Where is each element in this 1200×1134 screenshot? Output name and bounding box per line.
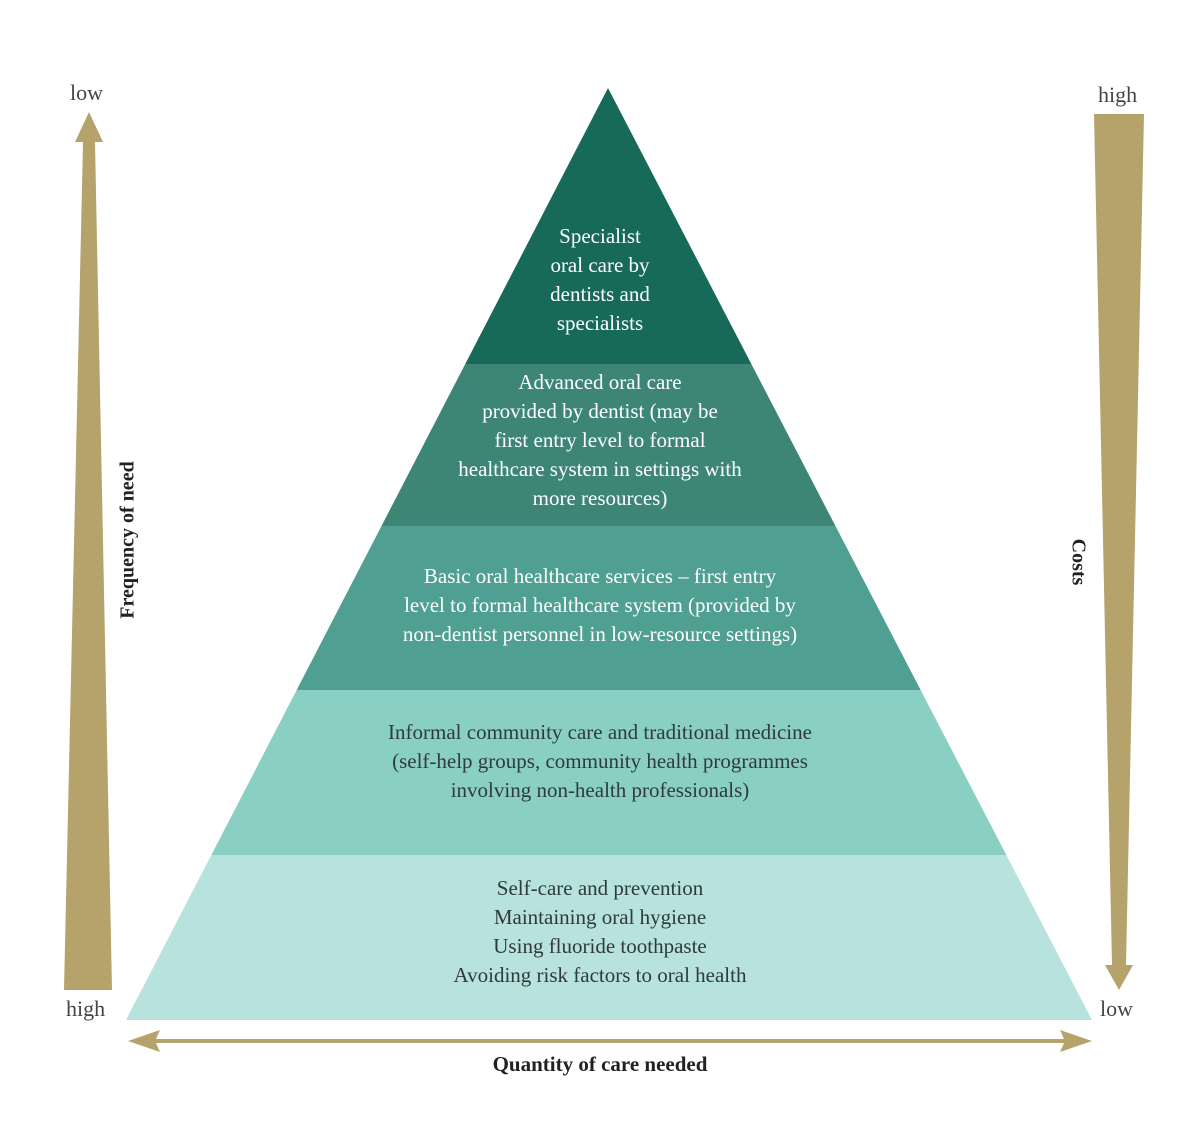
tier-line: Informal community care and traditional … [388,720,812,744]
tier-basic-text: Basic oral healthcare services – first e… [0,562,1200,649]
tier-line: involving non-health professionals) [450,778,750,802]
tier-line: Advanced oral care [518,370,682,394]
tier-specialist-text: Specialist oral care by dentists and spe… [0,222,1200,338]
tier-line: Specialist [559,224,641,248]
tier-advanced-text: Advanced oral care provided by dentist (… [0,368,1200,513]
quantity-arrow [128,1030,1092,1052]
tier-selfcare-text: Self-care and prevention Maintaining ora… [0,874,1200,990]
tier-line: Avoiding risk factors to oral health [453,963,747,987]
tier-advanced-band [381,364,836,526]
tier-informal-band [211,690,1007,855]
tier-line: first entry level to formal [494,428,706,452]
tier-line: more resources) [532,486,668,510]
costs-top-label: high [1098,82,1138,107]
tier-line: healthcare system in settings with [458,457,742,481]
tier-line: dentists and [550,282,650,306]
tier-line: (self-help groups, community health prog… [392,749,808,773]
tier-line: oral care by [550,253,650,277]
tier-line: Maintaining oral hygiene [493,905,707,929]
costs-bottom-label: low [1100,996,1133,1021]
tier-line: specialists [556,311,644,335]
tier-informal-text: Informal community care and traditional … [0,718,1200,805]
frequency-top-label: low [70,80,103,105]
tier-line: level to formal healthcare system (provi… [404,593,796,617]
costs-arrow [1094,114,1144,990]
quantity-axis-title: Quantity of care needed [492,1052,708,1076]
tier-line: Basic oral healthcare services – first e… [423,564,777,588]
tier-specialist-band [465,88,752,364]
frequency-arrow [64,112,112,990]
tier-line: Self-care and prevention [496,876,704,900]
tier-basic-band [296,526,921,690]
frequency-bottom-label: high [66,996,106,1021]
tier-line: provided by dentist (may be [482,399,718,423]
pyramid-tiers [126,88,1092,1020]
tier-selfcare-band [126,855,1092,1020]
tier-line: Using fluoride toothpaste [493,934,707,958]
tier-line: non-dentist personnel in low-resource se… [402,622,798,646]
